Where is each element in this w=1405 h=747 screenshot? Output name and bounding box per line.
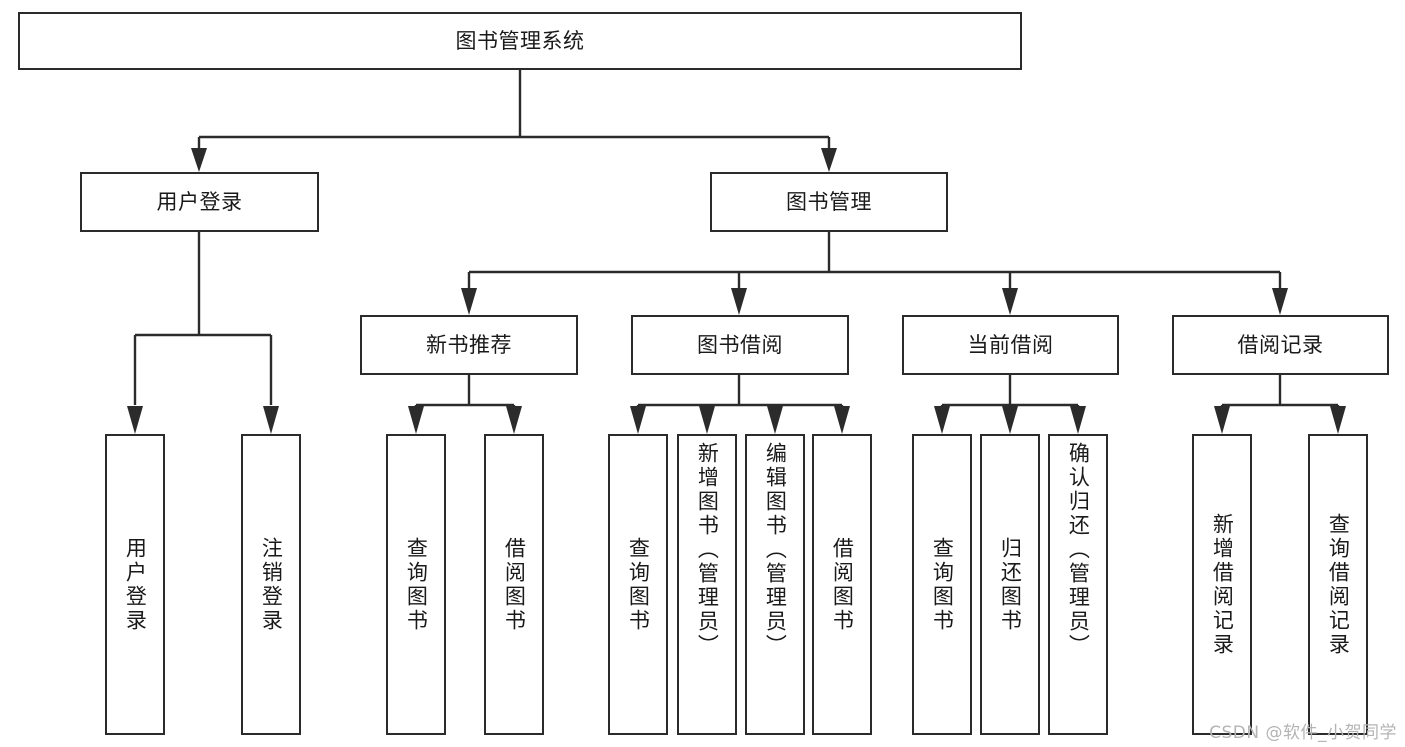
node-group-current-borrow-label: 当前借阅 [967,332,1054,357]
node-group-new-book-recommend-label: 新书推荐 [426,332,512,357]
arrow-head-login-leaf1 [127,406,143,434]
arrow-head-borrow-leaf2 [699,406,715,434]
arrow-head-borrow-leaf4 [834,406,850,434]
node-leaf-current-return-book[interactable]: 归还图书 [980,434,1040,735]
arrow-head-newbook-leaf2 [506,406,522,434]
node-leaf-newbook-borrow-book-label: 借阅图书 [502,536,527,633]
node-leaf-newbook-query-book-label: 查询图书 [404,536,429,633]
arrow-head-login-leaf2 [263,406,279,434]
node-leaf-borrow-add-book[interactable]: 新增图书（管理员） [677,434,737,735]
node-group-book-borrow-label: 图书借阅 [697,332,783,357]
arrow-head-bookmgmt [821,148,837,172]
node-leaf-logout[interactable]: 注销登录 [241,434,301,735]
node-user-login-label: 用户登录 [156,189,243,214]
arrow-head-borrow-leaf3 [767,406,783,434]
node-leaf-borrow-edit-book[interactable]: 编辑图书（管理员） [745,434,805,735]
node-leaf-newbook-query-book[interactable]: 查询图书 [386,434,446,735]
node-leaf-record-add-record[interactable]: 新增借阅记录 [1192,434,1252,735]
node-book-management-label: 图书管理 [786,189,872,214]
node-leaf-borrow-borrow-book[interactable]: 借阅图书 [812,434,872,735]
watermark-csdn: CSDN @软件_小贺同学 [1209,723,1397,743]
node-group-book-borrow[interactable]: 图书借阅 [631,315,849,375]
node-leaf-borrow-add-book-label: 新增图书（管理员） [695,442,720,658]
node-root-system-label: 图书管理系统 [455,28,585,53]
node-leaf-logout-label: 注销登录 [259,536,284,633]
node-book-management[interactable]: 图书管理 [710,172,948,232]
arrow-head-group-newbook [461,288,477,315]
node-group-borrow-record[interactable]: 借阅记录 [1172,315,1389,375]
node-leaf-borrow-query-book[interactable]: 查询图书 [608,434,668,735]
node-leaf-current-confirm-return-label: 确认归还（管理员） [1066,442,1091,658]
node-leaf-borrow-query-book-label: 查询图书 [626,536,651,633]
node-leaf-current-confirm-return[interactable]: 确认归还（管理员） [1048,434,1108,735]
node-group-current-borrow[interactable]: 当前借阅 [902,315,1119,375]
node-leaf-user-login-label: 用户登录 [123,536,148,633]
arrow-head-login [191,148,207,172]
arrow-head-current-leaf3 [1070,406,1086,434]
arrow-head-record-leaf2 [1330,406,1346,434]
arrow-head-group-current [1002,288,1018,315]
node-leaf-record-query-record-label: 查询借阅记录 [1326,512,1351,657]
arrow-head-current-leaf1 [934,406,950,434]
node-root-system[interactable]: 图书管理系统 [18,12,1022,70]
arrow-head-group-borrow [731,288,747,315]
arrow-head-current-leaf2 [1002,406,1018,434]
node-user-login[interactable]: 用户登录 [80,172,319,232]
node-group-new-book-recommend[interactable]: 新书推荐 [360,315,578,375]
node-leaf-current-query-book-label: 查询图书 [930,536,955,633]
node-group-borrow-record-label: 借阅记录 [1237,332,1324,357]
arrow-head-record-leaf1 [1214,406,1230,434]
node-leaf-newbook-borrow-book[interactable]: 借阅图书 [484,434,544,735]
node-leaf-record-add-record-label: 新增借阅记录 [1210,512,1235,657]
node-leaf-current-return-book-label: 归还图书 [998,536,1023,633]
arrow-head-group-record [1272,288,1288,315]
node-leaf-current-query-book[interactable]: 查询图书 [912,434,972,735]
node-leaf-borrow-edit-book-label: 编辑图书（管理员） [763,442,788,658]
node-leaf-user-login[interactable]: 用户登录 [105,434,165,735]
node-leaf-record-query-record[interactable]: 查询借阅记录 [1308,434,1368,735]
arrow-head-newbook-leaf1 [408,406,424,434]
node-leaf-borrow-borrow-book-label: 借阅图书 [830,536,855,633]
arrow-head-borrow-leaf1 [630,406,646,434]
